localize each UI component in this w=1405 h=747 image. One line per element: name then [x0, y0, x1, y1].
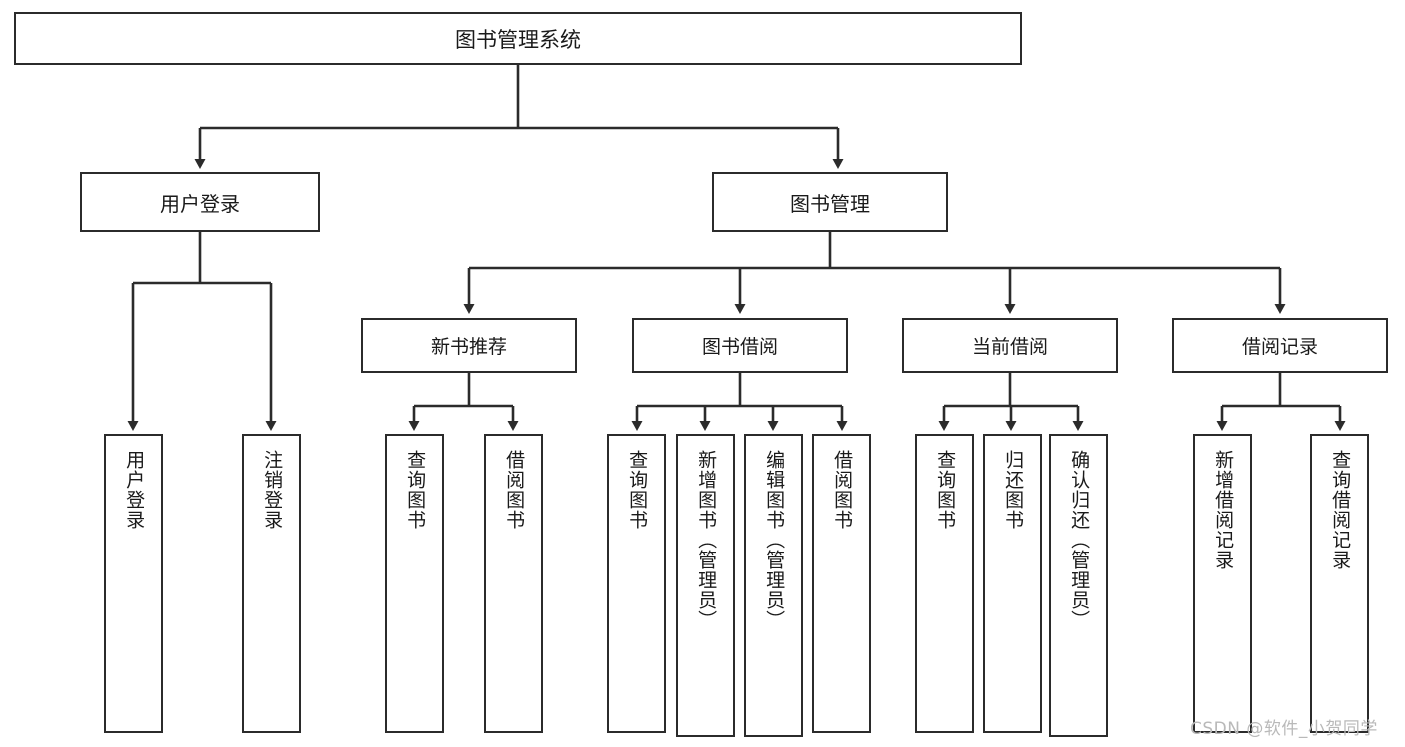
node-borrow-record[interactable]: 借阅记录 [1172, 318, 1388, 373]
node-book-borrow[interactable]: 图书借阅 [632, 318, 848, 373]
node-book-management[interactable]: 图书管理 [712, 172, 948, 232]
leaf-new-book-query-book[interactable]: 查询图书 [385, 434, 444, 733]
node-label: 查询图书 [934, 450, 957, 530]
node-label: 编辑图书（管理员） [763, 450, 786, 630]
node-label: 借阅记录 [1241, 336, 1318, 358]
node-label: 新书推荐 [430, 336, 507, 358]
node-current-borrow[interactable]: 当前借阅 [902, 318, 1118, 373]
node-label: 当前借阅 [971, 336, 1048, 358]
node-label: 查询图书 [626, 450, 649, 530]
leaf-book-borrow-borrow-book[interactable]: 借阅图书 [812, 434, 871, 733]
node-new-book-recommend[interactable]: 新书推荐 [361, 318, 577, 373]
leaf-current-borrow-return-book[interactable]: 归还图书 [983, 434, 1042, 733]
node-label: 借阅图书 [503, 450, 526, 530]
node-label: 图书管理 [790, 191, 870, 216]
node-label: 新增借阅记录 [1212, 450, 1235, 570]
leaf-user-login-logout[interactable]: 注销登录 [242, 434, 301, 733]
node-root-book-management-system[interactable]: 图书管理系统 [14, 12, 1022, 65]
node-label: 借阅图书 [831, 450, 854, 530]
node-label: 图书借阅 [701, 336, 778, 358]
node-label: 注销登录 [261, 450, 284, 530]
leaf-current-borrow-confirm-return-admin[interactable]: 确认归还（管理员） [1049, 434, 1108, 737]
leaf-current-borrow-query-book[interactable]: 查询图书 [915, 434, 974, 733]
leaf-borrow-record-query-record[interactable]: 查询借阅记录 [1310, 434, 1369, 733]
node-label: 查询图书 [404, 450, 427, 530]
node-label: 用户登录 [123, 450, 146, 530]
node-label: 图书管理系统 [455, 27, 581, 52]
leaf-book-borrow-query-book[interactable]: 查询图书 [607, 434, 666, 733]
leaf-user-login-login[interactable]: 用户登录 [104, 434, 163, 733]
node-label: 确认归还（管理员） [1068, 450, 1091, 630]
node-label: 新增图书（管理员） [695, 450, 718, 630]
watermark: CSDN @软件_小贺同学 [1190, 719, 1378, 739]
node-label: 用户登录 [160, 191, 240, 216]
node-label: 查询借阅记录 [1329, 450, 1352, 570]
leaf-new-book-borrow-book[interactable]: 借阅图书 [484, 434, 543, 733]
node-label: 归还图书 [1002, 450, 1025, 530]
node-user-login[interactable]: 用户登录 [80, 172, 320, 232]
leaf-book-borrow-add-book-admin[interactable]: 新增图书（管理员） [676, 434, 735, 737]
leaf-borrow-record-add-record[interactable]: 新增借阅记录 [1193, 434, 1252, 733]
leaf-book-borrow-edit-book-admin[interactable]: 编辑图书（管理员） [744, 434, 803, 737]
